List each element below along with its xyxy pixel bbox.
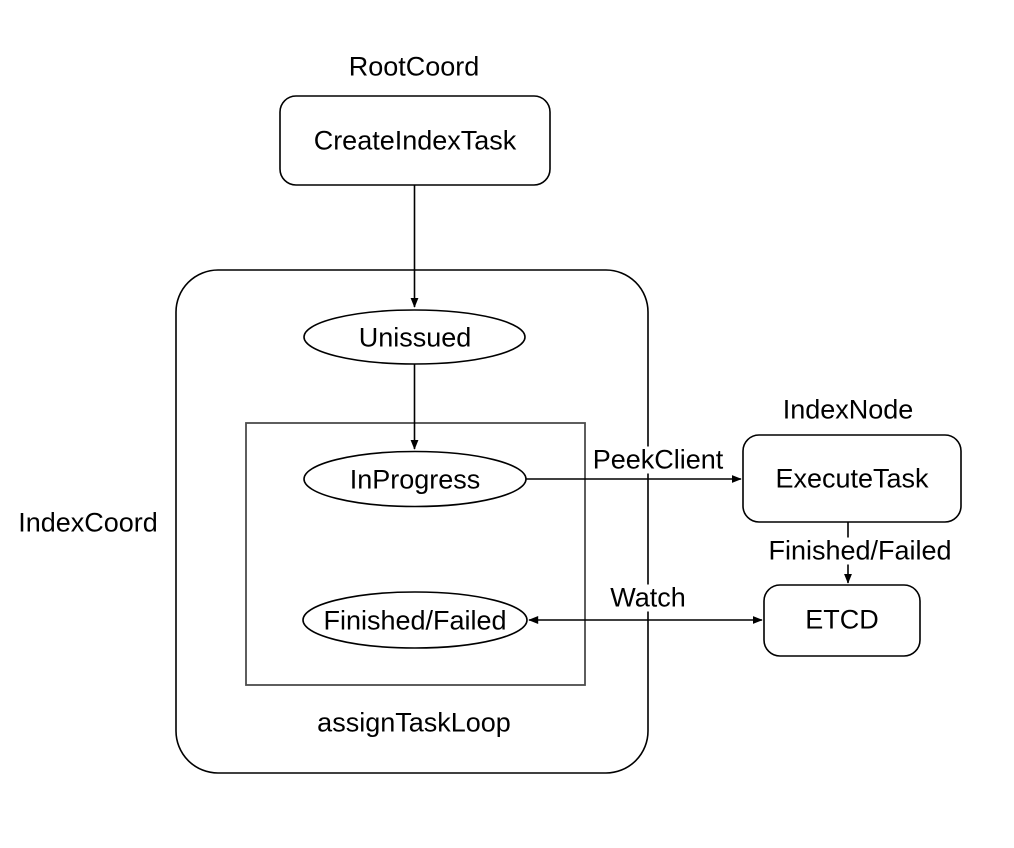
node-label-create-index-task[interactable]: CreateIndexTask (313, 125, 517, 156)
container-label-root-coord: RootCoord (348, 51, 480, 82)
container-label-index-node: IndexNode (782, 394, 914, 425)
node-execute-task-shape[interactable] (742, 434, 962, 523)
node-label-execute-task[interactable]: ExecuteTask (775, 463, 929, 494)
edge-label-finished-failed: Finished/Failed (765, 537, 955, 565)
container-index-coord (175, 269, 649, 774)
node-label-etcd[interactable]: ETCD (805, 604, 879, 635)
container-label-index-coord: IndexCoord (18, 507, 158, 538)
container-assign-task-loop (245, 422, 586, 686)
node-etcd-shape[interactable] (763, 584, 921, 657)
edge-label-peek-client: PeekClient (589, 446, 727, 474)
edge-label-watch: Watch (607, 584, 689, 612)
node-finished-failed-shape[interactable] (302, 591, 528, 649)
node-label-finished-failed[interactable]: Finished/Failed (323, 605, 507, 636)
node-label-unissued[interactable]: Unissued (358, 322, 472, 353)
container-label-assign-task-loop: assignTaskLoop (317, 707, 511, 738)
node-label-in-progress[interactable]: InProgress (349, 464, 481, 495)
